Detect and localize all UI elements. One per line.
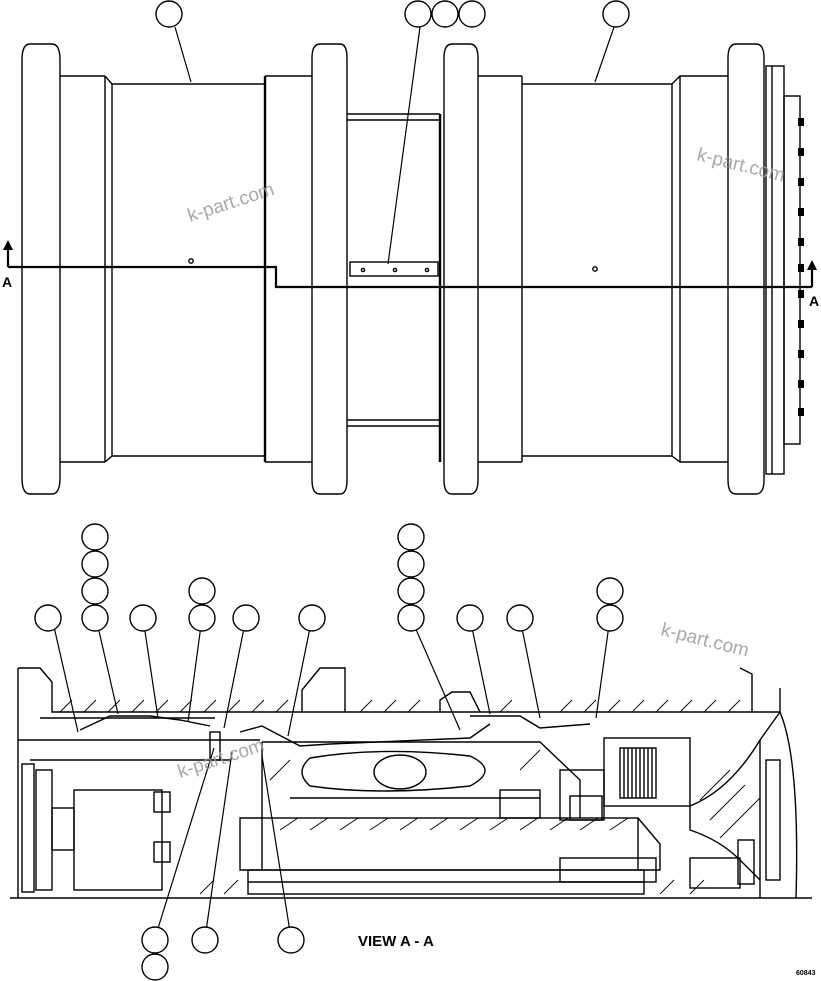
section-view [10,667,812,899]
drawing-number: 60843 [796,970,816,977]
callout-circle [277,926,305,954]
exterior-view: A A [2,43,819,495]
callout-circle [397,523,425,551]
right-drum [478,75,728,463]
callout-circle [298,604,326,632]
callout-circle [397,604,425,632]
callout-circle [81,577,109,605]
callout-circle [34,604,62,632]
watermark: k-part.com [185,179,277,227]
callout-circle [431,0,459,28]
callout-circle [129,604,157,632]
callout-circle [155,0,183,28]
callout-circle [141,953,169,981]
callout-circle [188,604,216,632]
callout-circle [81,523,109,551]
left-flange [21,43,113,495]
callout-circle [191,926,219,954]
callout-circle [397,577,425,605]
callout-circle [141,926,169,954]
callout-circle [596,604,624,632]
callout-circle [458,0,486,28]
section-marker-left: A [2,274,12,290]
center-flange [311,43,479,495]
left-drum [112,75,312,463]
section-arrow-right [807,260,817,270]
callout-circle [456,604,484,632]
top-leader-lines [174,26,615,265]
callout-circle [188,577,216,605]
callout-circle [596,577,624,605]
callout-circle [404,0,432,28]
callout-circle [81,604,109,632]
view-label: VIEW A - A [358,933,434,950]
section-arrow-left [3,240,13,250]
callouts [34,0,630,981]
section-line-a [6,248,814,289]
section-marker-right: A [809,293,819,309]
callout-circle [397,550,425,578]
callout-circle [81,550,109,578]
watermark: k-part.com [695,144,787,186]
section-hatching [59,699,761,895]
callout-circle [602,0,630,28]
section-leader-lines [51,617,611,939]
right-flange-cover [727,43,801,495]
callout-circle [506,604,534,632]
callout-circle [232,604,260,632]
cover-bolts [798,118,804,416]
watermark: k-part.com [659,619,751,661]
watermark: k-part.com [175,735,267,783]
